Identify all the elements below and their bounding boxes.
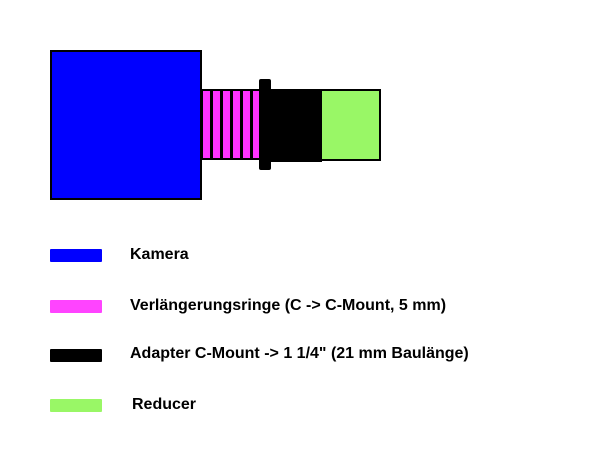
camera-body	[50, 50, 202, 200]
legend-label-reducer: Reducer	[132, 396, 197, 413]
extension-rings	[202, 89, 260, 160]
legend-swatch-rings	[50, 300, 102, 313]
legend-label-rings: Verlängerungsringe (C -> C-Mount, 5 mm)	[130, 297, 447, 314]
legend-label-adapter: Adapter C-Mount -> 1 1/4" (21 mm Bauläng…	[130, 345, 469, 362]
legend-swatch-camera	[50, 249, 102, 262]
reducer	[320, 89, 381, 161]
legend-swatch-adapter	[50, 349, 102, 362]
assembly-diagram	[50, 50, 381, 200]
legend-swatch-reducer	[50, 399, 102, 412]
adapter	[259, 79, 322, 170]
legend-label-camera: Kamera	[130, 246, 189, 263]
